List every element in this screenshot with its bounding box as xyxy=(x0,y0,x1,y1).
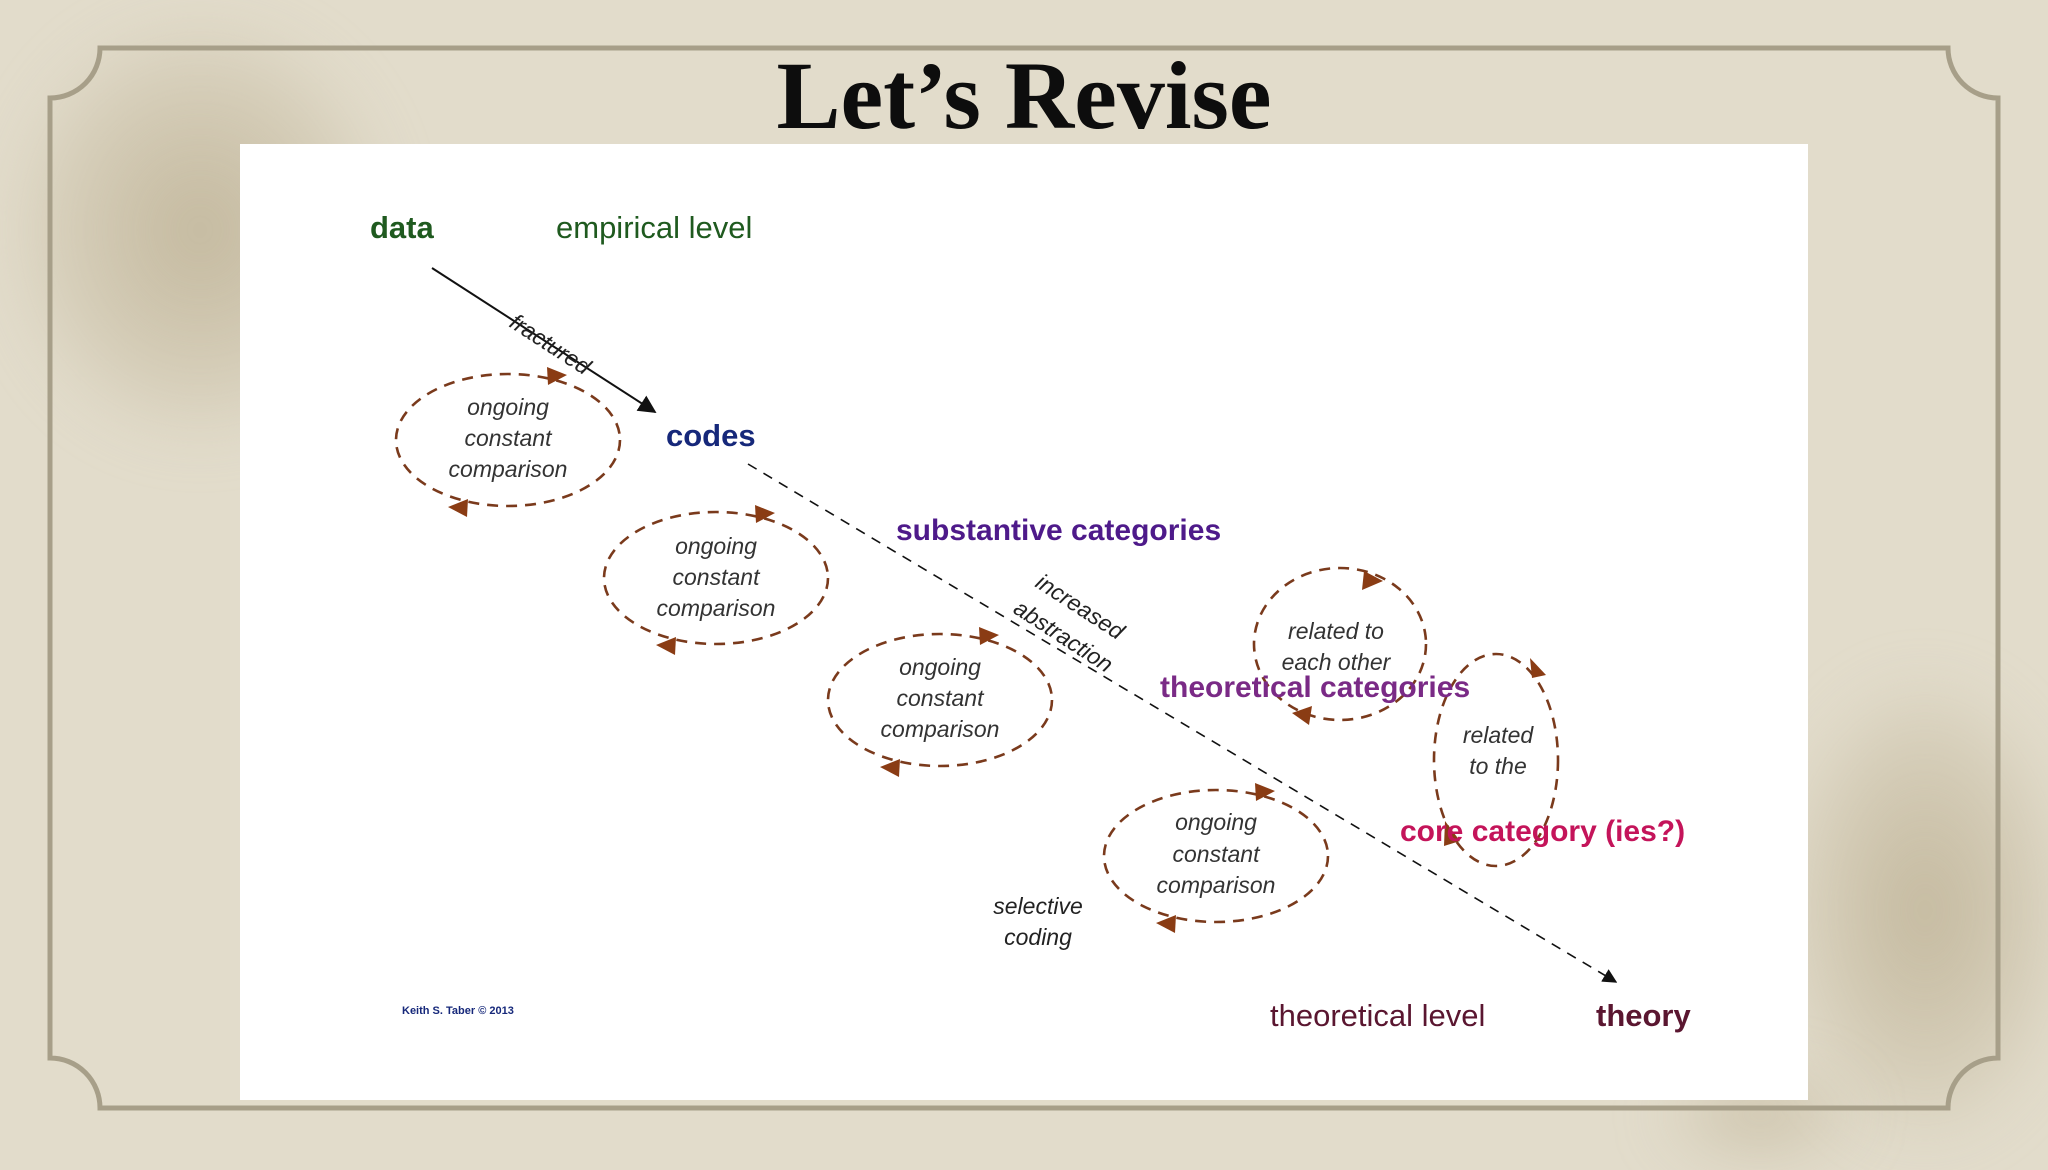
slide-title: Let’s Revise xyxy=(776,42,1272,149)
data-label: data xyxy=(370,210,435,245)
grounded-theory-diagram: ongoing constant comparison ongoing cons… xyxy=(240,144,1808,1100)
coding-label: coding xyxy=(1004,924,1072,950)
relation-line: related xyxy=(1463,722,1535,748)
comparison-cycle: ongoing constant comparison xyxy=(394,367,622,517)
theory-label: theory xyxy=(1596,998,1692,1033)
substantive-categories-label: substantive categories xyxy=(896,514,1221,547)
relation-line: related to xyxy=(1288,618,1384,644)
theoretical-level-label: theoretical level xyxy=(1270,998,1485,1033)
cycle-line: constant xyxy=(1173,841,1262,867)
paper-stain xyxy=(1780,680,2048,1140)
abstraction-arrow xyxy=(747,463,1618,983)
cycle-line: comparison xyxy=(881,716,1000,742)
cycle-line: ongoing xyxy=(675,533,757,559)
cycle-line: comparison xyxy=(1157,872,1276,898)
comparison-cycle: ongoing constant comparison xyxy=(826,627,1054,777)
cycle-line: constant xyxy=(673,564,762,590)
cycle-line: ongoing xyxy=(467,394,549,420)
cycle-line: constant xyxy=(465,425,554,451)
fractured-arrow xyxy=(431,267,657,413)
cycle-line: comparison xyxy=(657,595,776,621)
comparison-cycle: ongoing constant comparison xyxy=(602,505,830,655)
codes-label: codes xyxy=(666,418,756,453)
empirical-level-label: empirical level xyxy=(556,210,752,245)
theoretical-categories-label: theoretical categories xyxy=(1160,671,1470,704)
relation-cycle: related to each other xyxy=(1252,566,1428,725)
cycle-line: ongoing xyxy=(1175,809,1257,835)
core-category-label: core category (ies?) xyxy=(1400,815,1685,848)
selective-label: selective xyxy=(993,893,1082,919)
relation-cycle: related to the xyxy=(1432,652,1560,868)
relation-line: each other xyxy=(1282,649,1392,675)
cycle-line: constant xyxy=(897,685,986,711)
cycle-line: comparison xyxy=(449,456,568,482)
credit-label: Keith S. Taber © 2013 xyxy=(402,1005,514,1017)
relation-line: to the xyxy=(1469,753,1527,779)
cycle-line: ongoing xyxy=(899,654,981,680)
comparison-cycle: ongoing constant comparison xyxy=(1102,783,1330,933)
